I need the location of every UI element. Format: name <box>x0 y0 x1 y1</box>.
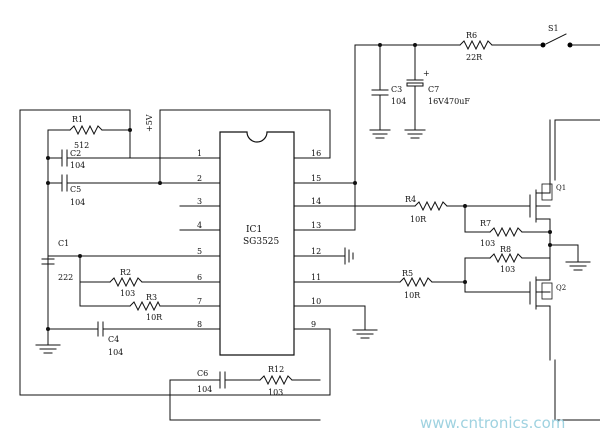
c6-ref: C6 <box>197 369 208 378</box>
capacitor-c3: C3 104 <box>369 44 406 139</box>
c2-value: 104 <box>70 161 85 170</box>
supply-5v-label: +5V <box>145 114 154 132</box>
pin-5: 5 <box>197 247 202 256</box>
r4-ref: R4 <box>405 195 416 204</box>
transformer-frame <box>554 119 600 421</box>
c5-ref: C5 <box>70 185 81 194</box>
resistor-r3: R3 10R <box>79 293 163 322</box>
c4-value: 104 <box>108 348 123 357</box>
ground-pin12 <box>344 247 354 265</box>
capacitor-c1: C1 222 <box>41 239 81 283</box>
r8-ref: R8 <box>500 245 511 254</box>
c7-plus: + <box>423 69 430 78</box>
capacitor-c2: C2 104 <box>61 149 161 170</box>
supply-input-net: R6 22R S1 <box>353 24 600 231</box>
ic-right-pins: 16 15 14 13 12 11 10 9 <box>293 149 356 330</box>
r6-value: 22R <box>466 53 483 62</box>
pin-9: 9 <box>311 320 316 329</box>
r5-ref: R5 <box>402 269 413 278</box>
r2-value: 103 <box>120 289 135 298</box>
pin-8: 8 <box>197 320 202 329</box>
c2-ref: C2 <box>70 149 81 158</box>
c7-value: 16V470uF <box>428 97 470 106</box>
feedback-loop-c6-r12: C6 104 R12 103 <box>19 109 331 421</box>
ic-left-pins: 1 2 3 4 5 6 7 8 <box>79 149 221 330</box>
pin-10: 10 <box>311 297 321 306</box>
ground-source <box>549 244 591 271</box>
pin-1: 1 <box>197 149 202 158</box>
c3-ref: C3 <box>391 85 402 94</box>
pin-3: 3 <box>197 197 202 206</box>
resistor-r7: R7 103 <box>464 205 551 248</box>
ic-ref-label: IC1 <box>246 225 262 235</box>
watermark: www.cntronics.com <box>420 414 565 432</box>
c4-ref: C4 <box>108 335 119 344</box>
r7-ref: R7 <box>480 219 491 228</box>
s1-ref: S1 <box>548 24 559 33</box>
mosfet-q2: Q2 <box>529 257 566 361</box>
r6-ref: R6 <box>466 31 477 40</box>
pin-15: 15 <box>311 174 321 183</box>
r7-value: 103 <box>480 239 495 248</box>
capacitor-c7: + C7 16V470uF <box>404 44 470 139</box>
c5-value: 104 <box>70 198 85 207</box>
pin-11: 11 <box>311 273 321 282</box>
r3-ref: R3 <box>146 293 157 302</box>
pin-2: 2 <box>197 174 202 183</box>
ic-outline <box>219 131 295 356</box>
r8-value: 103 <box>500 265 515 274</box>
pin-12: 12 <box>311 247 321 256</box>
ground-left <box>35 339 61 354</box>
resistor-r5: R5 10R <box>329 257 531 300</box>
resistor-r1: R1 512 <box>47 115 131 150</box>
c1-ref: C1 <box>58 239 69 248</box>
r5-value: 10R <box>404 291 421 300</box>
ic-part-label: SG3525 <box>243 237 280 247</box>
resistor-r2: R2 103 <box>78 254 161 307</box>
r1-value: 512 <box>74 141 89 150</box>
r12-ref: R12 <box>268 365 284 374</box>
r4-value: 10R <box>410 215 427 224</box>
ic-sg3525: IC1 SG3525 <box>219 131 295 356</box>
resistor-r4: R4 10R <box>354 195 531 224</box>
q2-ref: Q2 <box>556 284 566 292</box>
supply-5v-net: +5V <box>128 109 331 185</box>
r12-value: 103 <box>268 388 283 397</box>
left-rail <box>46 129 99 341</box>
pin-4: 4 <box>197 221 202 230</box>
r3-value: 10R <box>146 313 163 322</box>
pin-14: 14 <box>311 197 321 206</box>
mosfet-q1: Q1 <box>529 119 566 259</box>
pin-16: 16 <box>311 149 321 158</box>
pin-13: 13 <box>311 221 321 230</box>
c3-value: 104 <box>391 97 406 106</box>
q1-ref: Q1 <box>556 184 566 192</box>
pin-7: 7 <box>197 297 202 306</box>
capacitor-c4: C4 104 <box>97 321 131 357</box>
capacitor-c5: C5 104 <box>61 174 161 207</box>
r1-ref: R1 <box>72 115 83 124</box>
ground-pin10 <box>329 305 378 339</box>
r2-ref: R2 <box>120 268 131 277</box>
resistor-r8: R8 103 <box>464 245 551 274</box>
pin-6: 6 <box>197 273 202 282</box>
c7-ref: C7 <box>428 85 439 94</box>
c1-value: 222 <box>58 273 73 282</box>
c6-value: 104 <box>197 385 212 394</box>
